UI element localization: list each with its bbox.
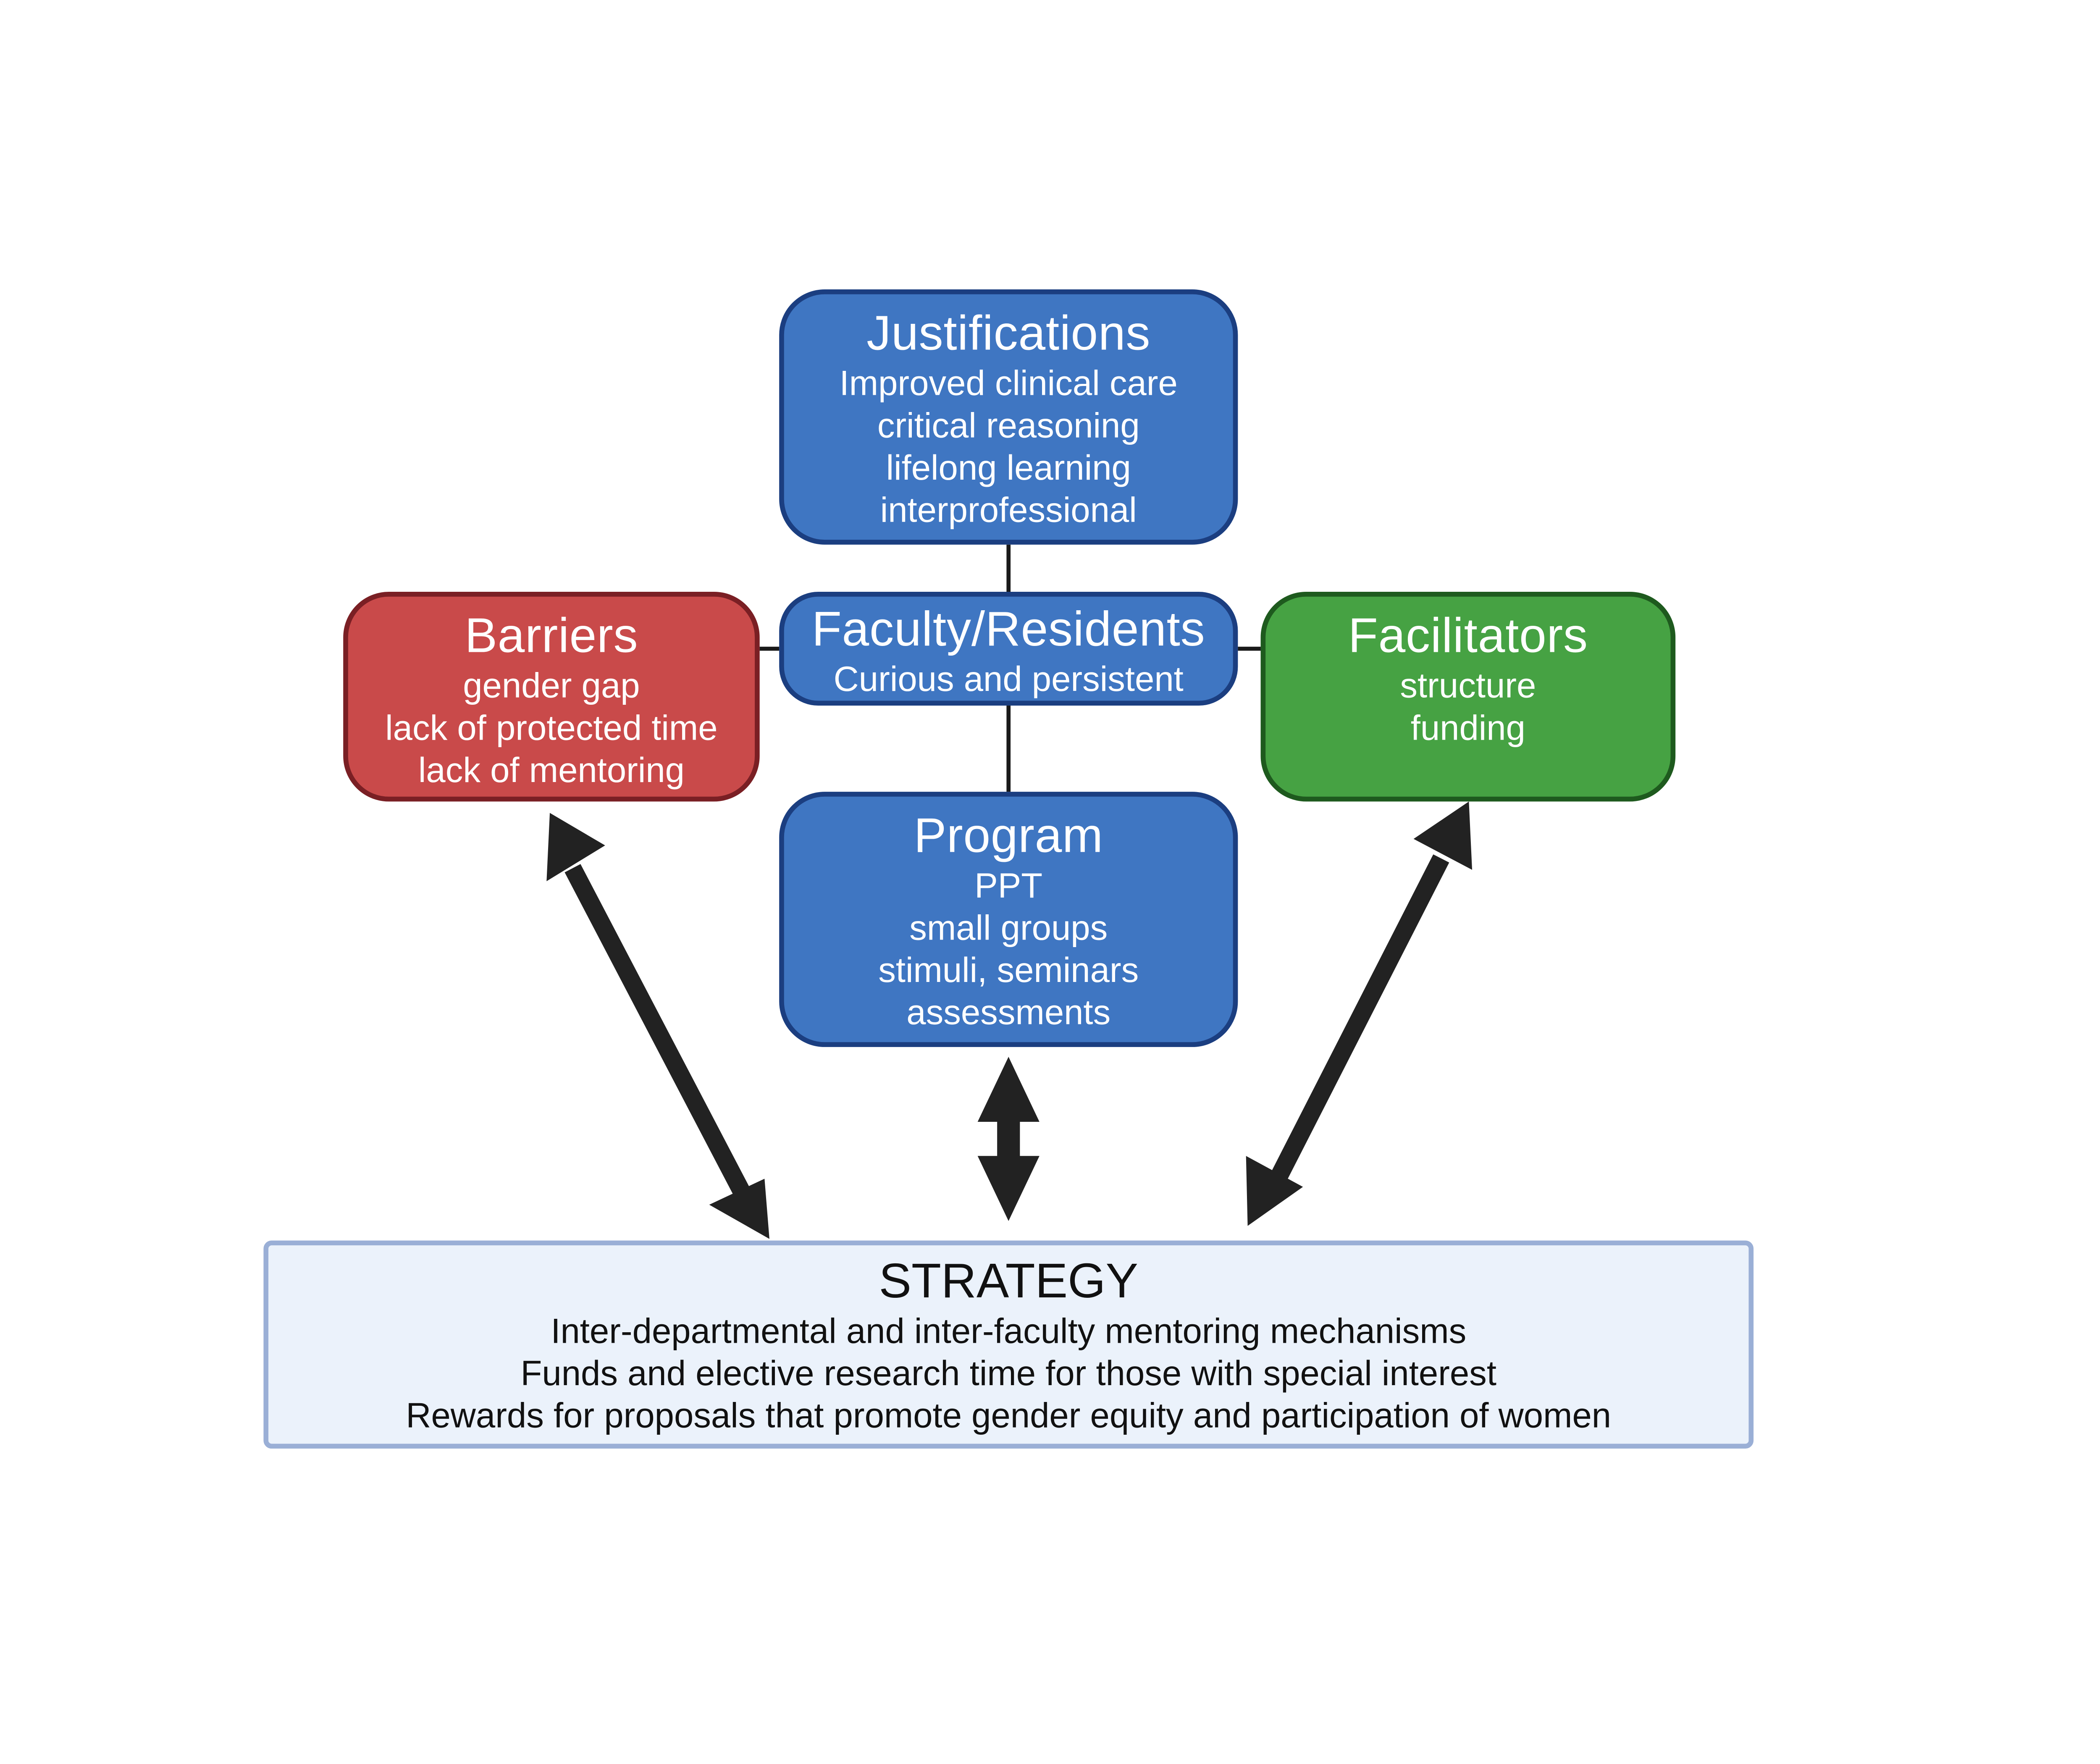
barriers-item: lack of protected time bbox=[385, 709, 718, 748]
justifications-title: Justifications bbox=[866, 307, 1151, 361]
program-title: Program bbox=[914, 809, 1103, 864]
strategy-item: Inter-departmental and inter-faculty men… bbox=[551, 1312, 1467, 1351]
program-item: small groups bbox=[909, 908, 1108, 948]
strategy-title: STRATEGY bbox=[879, 1255, 1139, 1309]
faculty-residents-box: Faculty/Residents Curious and persistent bbox=[779, 592, 1238, 706]
barriers-item: gender gap bbox=[463, 667, 640, 706]
faculty-residents-item: Curious and persistent bbox=[833, 660, 1184, 699]
justifications-box: Justifications Improved clinical care cr… bbox=[779, 289, 1238, 545]
barriers-box: Barriers gender gap lack of protected ti… bbox=[343, 592, 760, 802]
facilitators-box: Facilitators structure funding bbox=[1260, 592, 1676, 802]
barriers-item: lack of mentoring bbox=[418, 751, 685, 790]
faculty-residents-title: Faculty/Residents bbox=[811, 603, 1205, 657]
strategy-box: STRATEGY Inter-departmental and inter-fa… bbox=[263, 1240, 1754, 1449]
facilitators-item: structure bbox=[1400, 667, 1536, 706]
strategy-item: Funds and elective research time for tho… bbox=[520, 1354, 1496, 1394]
double-arrow-barriers-strategy bbox=[546, 813, 769, 1239]
justifications-item: critical reasoning bbox=[877, 406, 1140, 446]
facilitators-item: funding bbox=[1410, 709, 1525, 748]
strategy-item: Rewards for proposals that promote gende… bbox=[406, 1396, 1612, 1436]
justifications-item: interprofessional bbox=[880, 491, 1137, 530]
program-item: stimuli, seminars bbox=[878, 951, 1139, 990]
program-item: PPT bbox=[974, 866, 1043, 906]
program-box: Program PPT small groups stimuli, semina… bbox=[779, 792, 1238, 1047]
double-arrow-facilitators-strategy bbox=[1246, 801, 1473, 1226]
justifications-item: Improved clinical care bbox=[839, 364, 1178, 404]
justifications-item: lifelong learning bbox=[886, 449, 1131, 488]
barriers-title: Barriers bbox=[465, 609, 638, 664]
facilitators-title: Facilitators bbox=[1348, 609, 1588, 664]
program-item: assessments bbox=[906, 993, 1111, 1033]
double-arrow-program-strategy bbox=[977, 1057, 1040, 1221]
